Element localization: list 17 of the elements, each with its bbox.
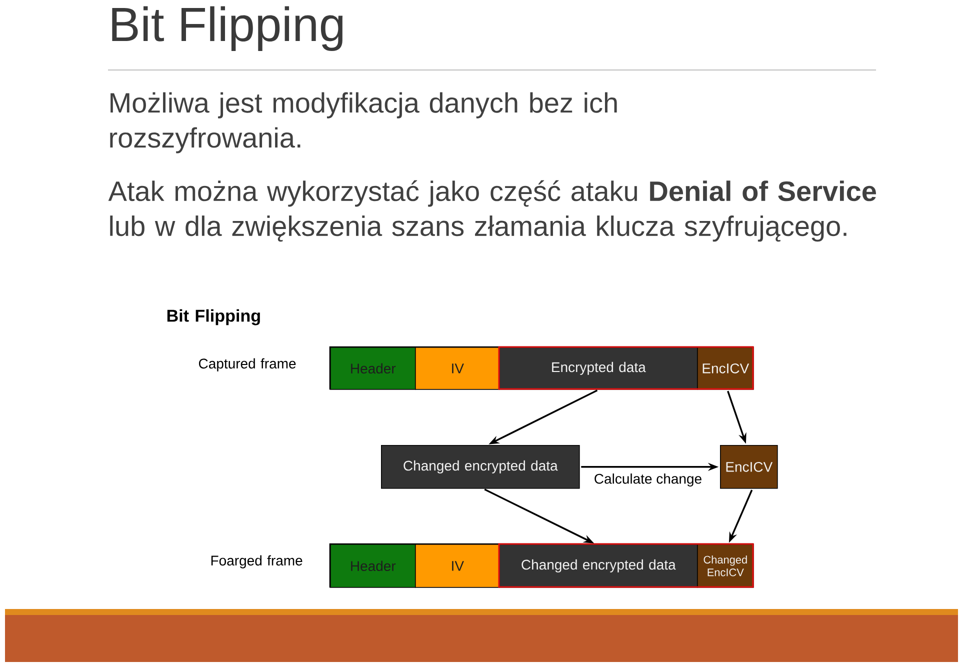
diagram-heading: Bit Flipping <box>167 309 260 326</box>
data-field: Changed encrypted data <box>381 445 580 489</box>
icv-field: Changed EncICV <box>697 544 754 588</box>
iv-field: IV <box>415 544 500 588</box>
frame-label: Foarged frame <box>211 555 302 568</box>
edge-label: Calculate change <box>592 472 704 488</box>
header-field: Header <box>330 544 416 588</box>
data-field: Encrypted data <box>499 347 698 390</box>
data-field: Changed encrypted data <box>499 544 698 588</box>
paragraph: Możliwa jest modyfikacja danych bez ich rozszyfrowania. <box>110 92 617 154</box>
frame-label: Captured frame <box>198 358 296 372</box>
iv-field: IV <box>415 347 500 390</box>
icv-field: EncICV <box>720 445 778 489</box>
paragraph: Atak można wykorzystać jako część ataku Denial of Service lub w dla zwiększenia szans złamania klucza szyfrującego. <box>108 180 876 242</box>
slide-title: Bit Flipping <box>112 6 343 51</box>
header-field: Header <box>330 347 416 390</box>
icv-field: EncICV <box>697 347 754 390</box>
